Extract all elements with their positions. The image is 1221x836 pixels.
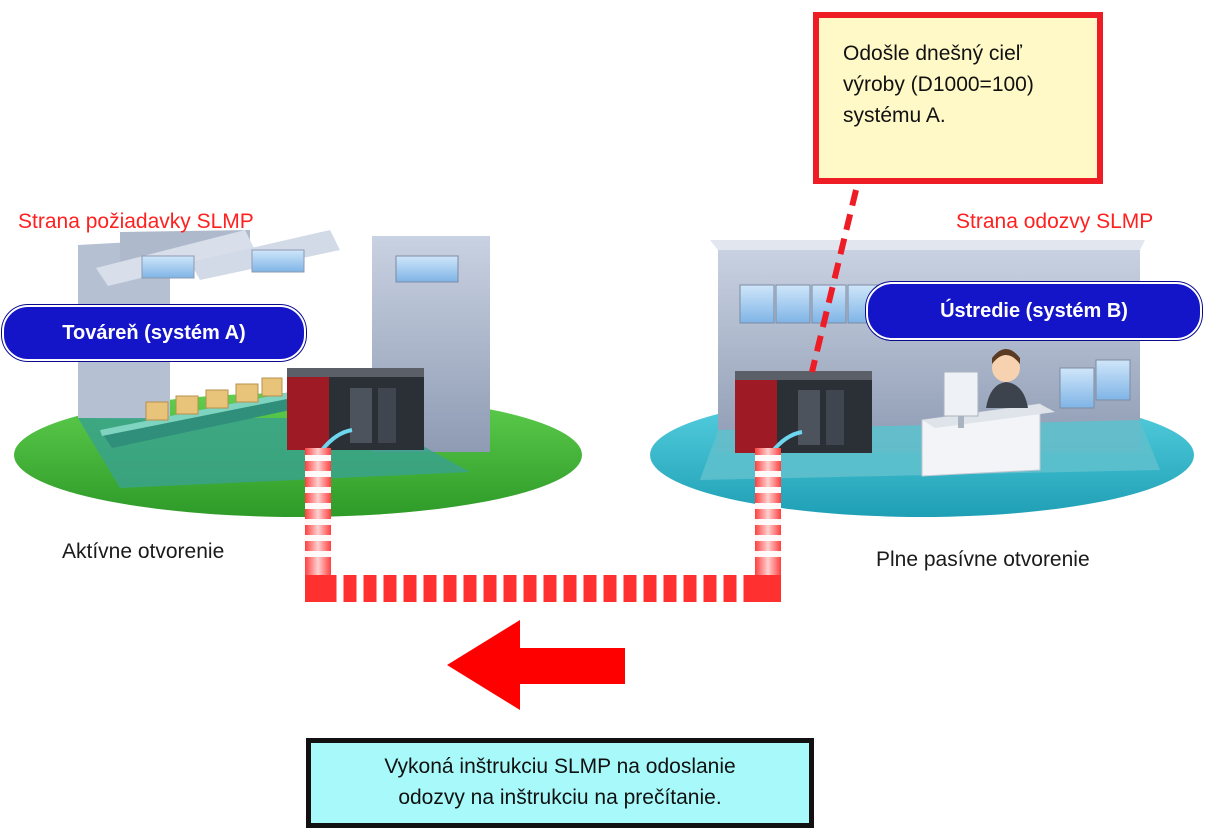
callout-line: výroby (D1000=100): [843, 73, 1034, 96]
callout-line: systému A.: [843, 104, 946, 127]
callout-box: Odošle dnešný cieľ výroby (D1000=100) sy…: [813, 12, 1103, 184]
headquarters-name: Ústredie (systém B): [940, 299, 1128, 322]
left-arrow-icon: [447, 620, 625, 710]
office-worker-icon: [943, 349, 1028, 428]
factory-name: Továreň (systém A): [62, 321, 246, 344]
action-description-box: Vykoná inštrukciu SLMP na odoslanie odoz…: [306, 738, 814, 828]
response-side-label: Strana odozvy SLMP: [956, 210, 1154, 233]
plc-unit-icon: [735, 371, 872, 454]
action-line: Vykoná inštrukciu SLMP na odoslanie: [384, 755, 736, 778]
factory-name-badge: Továreň (systém A): [2, 305, 306, 361]
headquarters-name-badge: Ústredie (systém B): [866, 282, 1202, 340]
callout-connector: [809, 189, 859, 373]
action-line: odozvy na inštrukciu na prečítanie.: [398, 786, 722, 809]
passive-open-label: Plne pasívne otvorenie: [876, 548, 1090, 571]
network-cable: [305, 448, 781, 602]
callout-line: Odošle dnešný cieľ: [843, 42, 1022, 65]
plc-unit-icon: [287, 368, 424, 452]
factory-building-icon: [14, 230, 582, 517]
active-open-label: Aktívne otvorenie: [62, 540, 225, 563]
request-side-label: Strana požiadavky SLMP: [18, 210, 254, 233]
